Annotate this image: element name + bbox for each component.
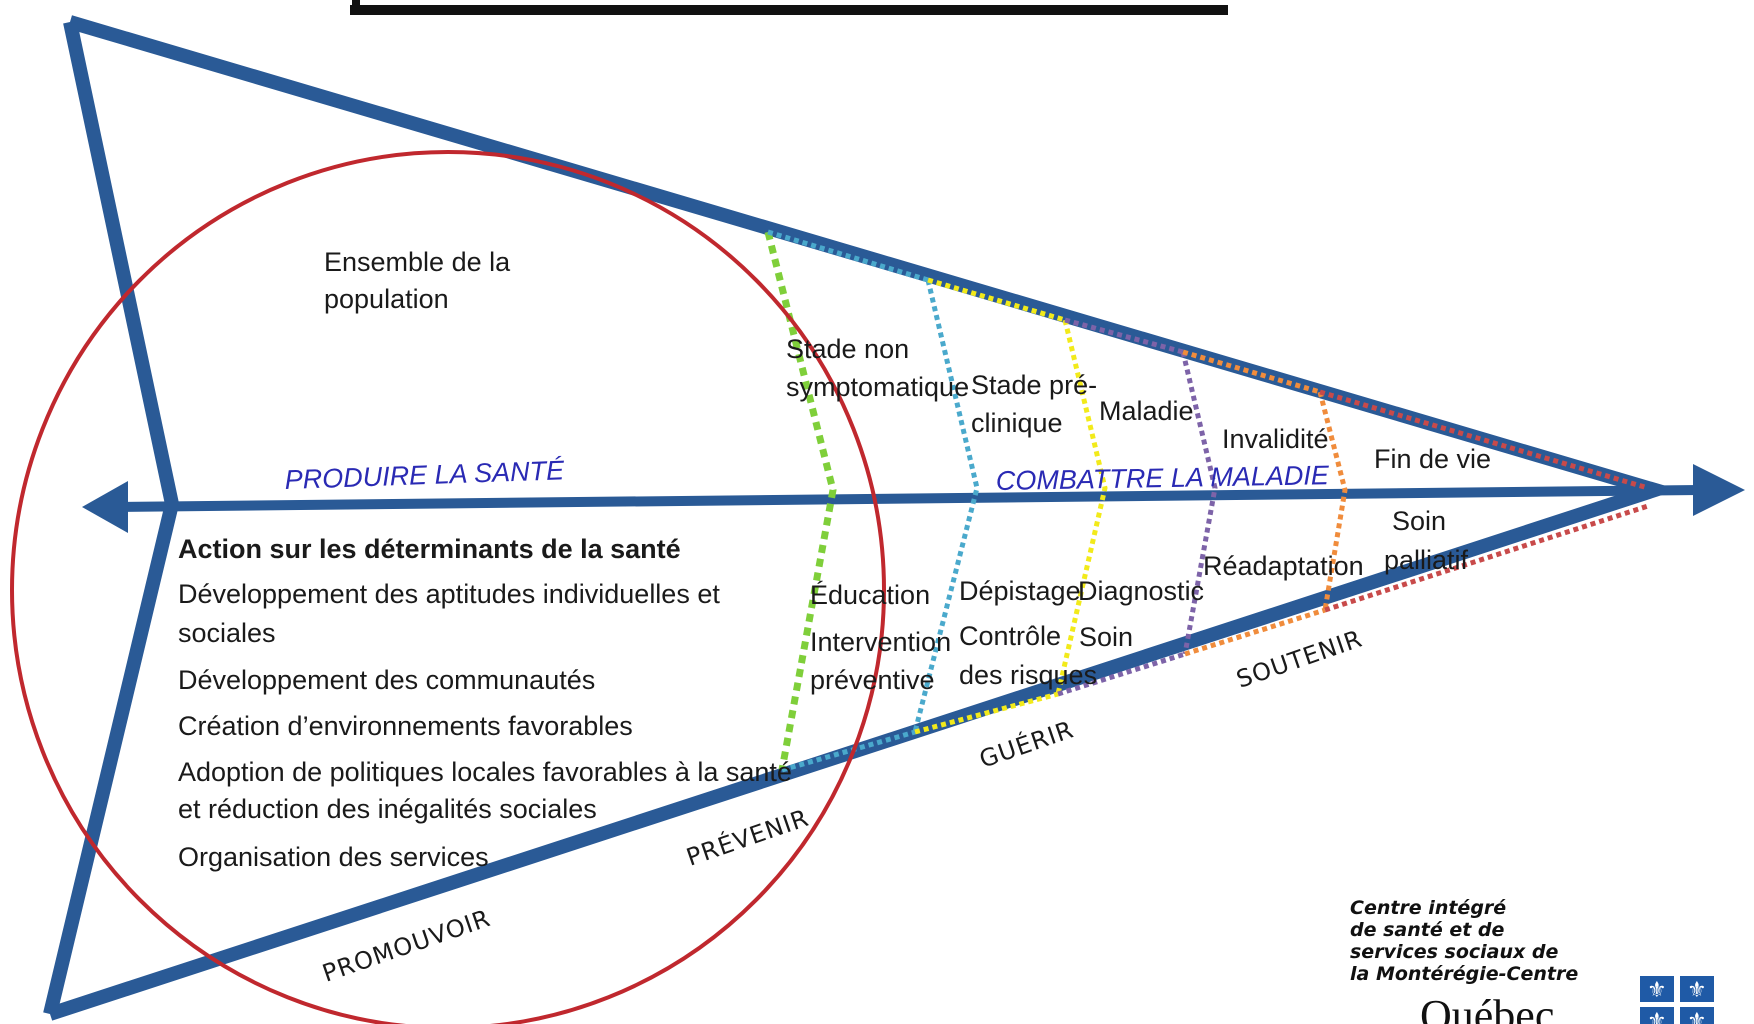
verb-prevent: PRÉVENIR: [683, 803, 813, 872]
action-screening: Dépistage: [959, 576, 1081, 606]
determinant-line: et réduction des inégalités sociales: [178, 794, 597, 824]
stage-disability: Invalidité: [1222, 424, 1329, 454]
population-line-1: Ensemble de la: [324, 247, 511, 277]
svg-text:⚜: ⚜: [1647, 1009, 1667, 1024]
determinant-line: Création d’environnements favorables: [178, 711, 633, 741]
svg-text:⚜: ⚜: [1647, 978, 1667, 1003]
population-line-2: population: [324, 284, 449, 314]
svg-text:⚜: ⚜: [1687, 1009, 1707, 1024]
quebec-wordmark: Québec: [1420, 991, 1554, 1024]
verb-support: SOUTENIR: [1233, 624, 1366, 693]
boundary-end-of-life: [1317, 391, 1348, 611]
action-diagnosis: Diagnostic: [1078, 576, 1204, 606]
verb-cure: GUÉRIR: [976, 714, 1078, 773]
stage-disease: Maladie: [1099, 396, 1194, 426]
boundary-disability: [1180, 351, 1218, 655]
svg-text:⚜: ⚜: [1687, 978, 1707, 1003]
boundary-disease: [1055, 319, 1108, 695]
action-preventive-intervention: Intervention préventive: [810, 627, 959, 695]
fleur-de-lis-flag-icon: ⚜ ⚜ ⚜ ⚜: [1640, 976, 1714, 1024]
action-rehabilitation: Réadaptation: [1203, 551, 1364, 581]
population-label: Ensemble de la population: [324, 247, 518, 314]
determinants-list: Développement des aptitudes individuelle…: [178, 579, 799, 872]
determinant-line: Organisation des services: [178, 842, 489, 872]
determinant-line: Adoption de politiques locales favorable…: [178, 757, 792, 787]
axis-label-produce-health: PRODUIRE LA SANTÉ: [284, 455, 565, 495]
determinant-line: sociales: [178, 618, 276, 648]
stage-preclinical: Stade pré- clinique: [971, 370, 1105, 438]
logo-text: Centre intégré de santé et de services s…: [1350, 897, 1578, 985]
axis-label-fight-disease: COMBATTRE LA MALADIE: [996, 460, 1331, 496]
action-education: Éducation: [810, 580, 930, 610]
determinants-title: Action sur les déterminants de la santé: [178, 534, 681, 564]
action-palliative-care: Soin palliatif: [1384, 506, 1469, 575]
stage-non-symptomatic: Stade non symptomatique: [786, 334, 969, 402]
health-promotion-circle: [10, 150, 886, 1024]
action-risk-control: Contrôle des risques: [959, 621, 1097, 690]
action-care: Soin: [1079, 622, 1133, 652]
cisss-logo: Centre intégré de santé et de services s…: [1350, 897, 1714, 1024]
determinant-line: Développement des aptitudes individuelle…: [178, 579, 720, 609]
stage-boundaries: [764, 229, 1649, 773]
determinant-line: Développement des communautés: [178, 665, 595, 695]
boundary-preclinical: [912, 279, 980, 733]
health-axis-arrow: [82, 464, 1745, 533]
stage-end-of-life: Fin de vie: [1374, 444, 1491, 474]
